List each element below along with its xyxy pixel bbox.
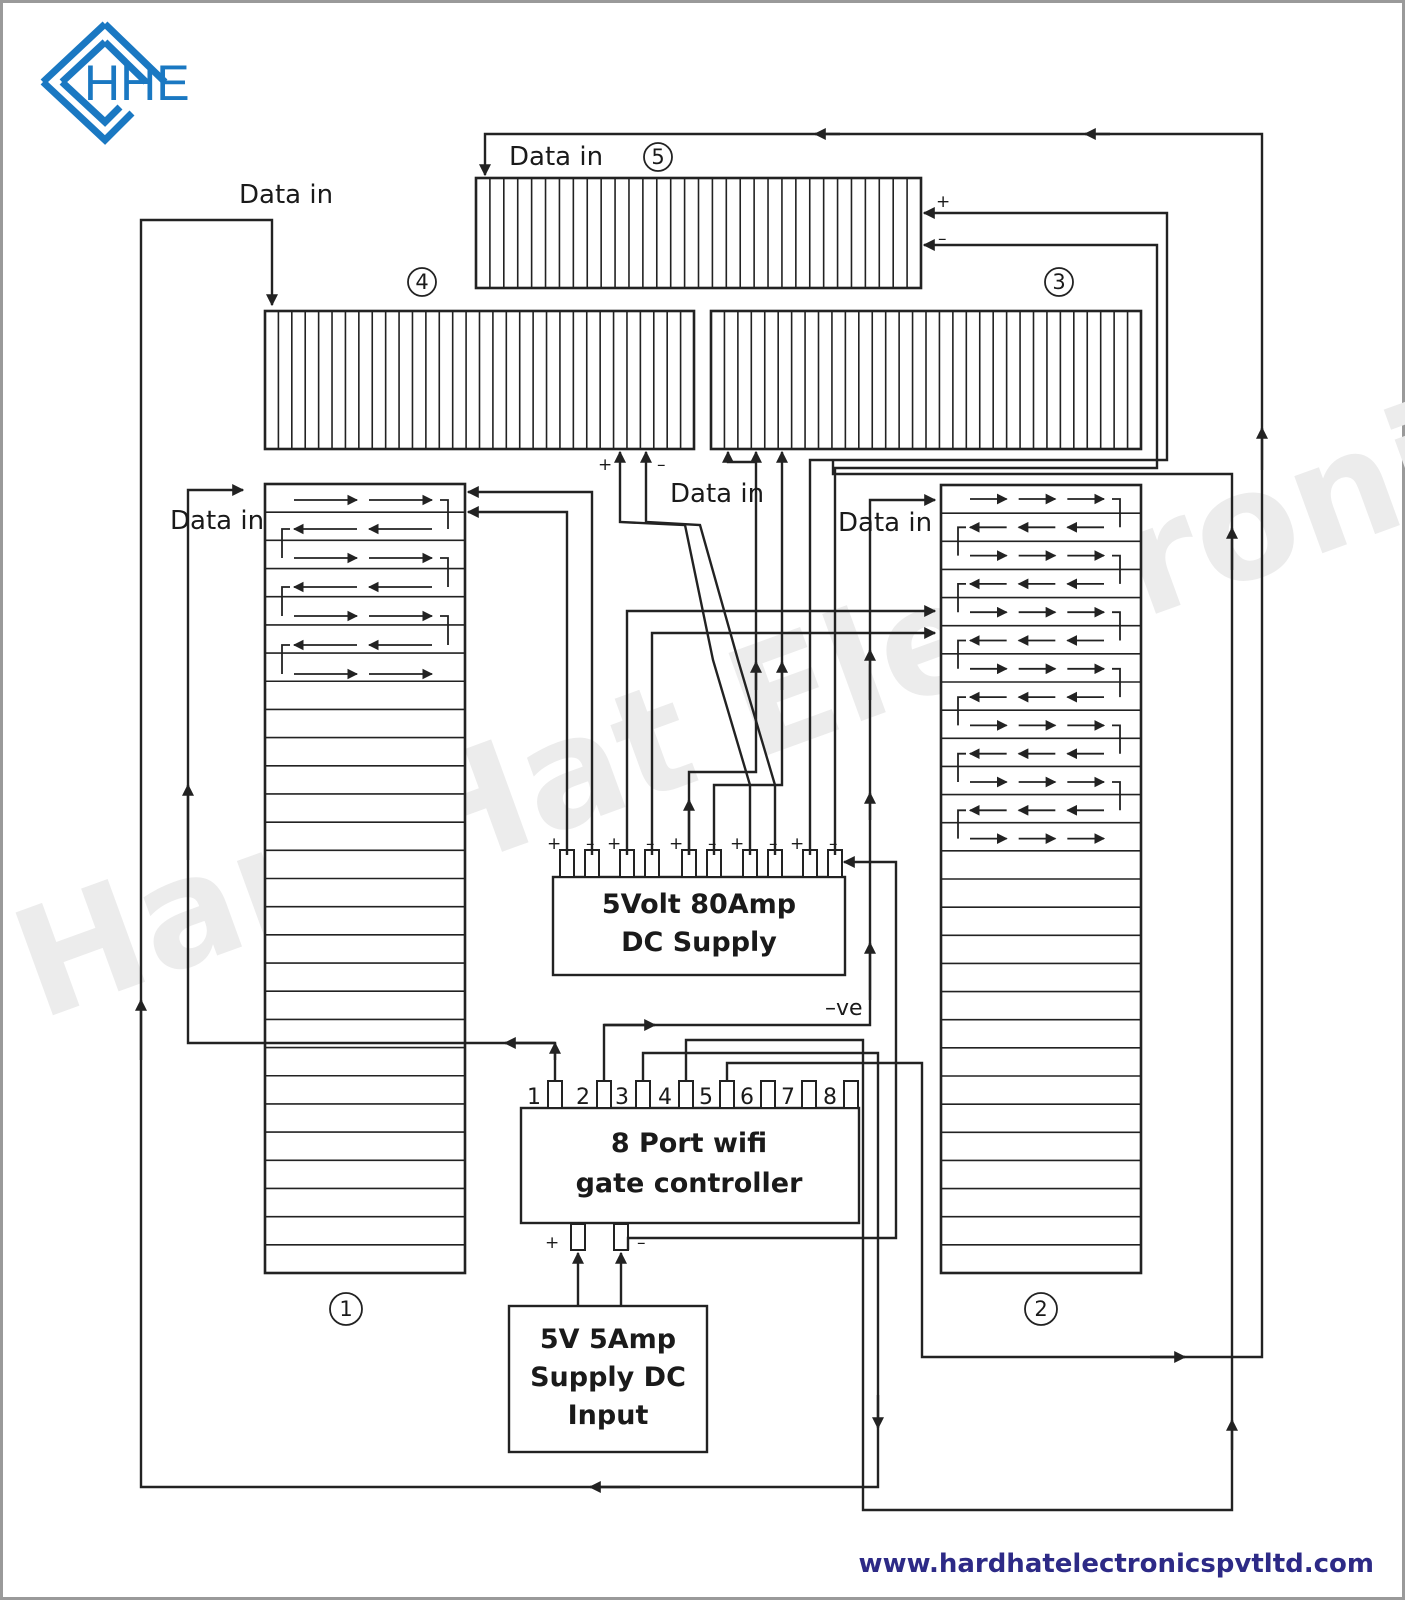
controller-port-number: 7 [781, 1085, 795, 1110]
logo-diamond-inner [59, 39, 149, 127]
controller-port-number: 4 [658, 1085, 672, 1110]
website-url[interactable]: www.hardhatelectronicspvtltd.com [859, 1549, 1374, 1579]
negative-ve-label: –ve [825, 996, 863, 1021]
controller-port-1 [547, 1080, 563, 1109]
dc-supply-80a-terminal-signs: +–+–+–+–+– [547, 834, 838, 854]
data-flow-turn [1112, 498, 1121, 528]
panel-4-minus-sign: – [657, 455, 666, 475]
hhe-logo: HHE [40, 21, 190, 145]
controller-power-plus-terminal [570, 1223, 586, 1251]
panel-3-strip [709, 309, 1143, 451]
data-flow-turn [957, 696, 966, 726]
data-flow-turn [957, 752, 966, 782]
dc-supply-5a-line1: 5V 5Amp [540, 1324, 676, 1355]
wifi-controller-line2: gate controller [576, 1168, 804, 1199]
panel-2-data-flow-arrows [957, 493, 1121, 844]
controller-port-6 [760, 1080, 776, 1109]
panel-1-strip [263, 482, 467, 1275]
controller-port-8 [843, 1080, 859, 1109]
data-flow-turn [957, 639, 966, 669]
data-flow-turn [440, 499, 449, 529]
dc-supply-5a-line3: Input [568, 1400, 649, 1431]
wifi-controller-line1: 8 Port wifi [611, 1128, 767, 1159]
supply-terminal-minus-sign: – [646, 834, 655, 854]
data-flow-turn [1112, 667, 1121, 698]
data-in-label-panel-1: Data in [170, 506, 264, 536]
wifi-controller-box [519, 1106, 861, 1225]
controller-port-3 [635, 1080, 651, 1109]
controller-port-number: 6 [740, 1085, 754, 1110]
panel-number-2: 2 [1024, 1292, 1058, 1326]
panel-1-data-flow-arrows [281, 494, 449, 680]
data-flow-turn [1112, 724, 1121, 754]
data-flow-turn [281, 644, 290, 674]
controller-power-plus-sign: + [545, 1233, 559, 1253]
data-in-label-panel-2: Data in [838, 508, 932, 538]
data-flow-turn [440, 557, 449, 587]
controller-port-number: 8 [823, 1085, 837, 1110]
supply-terminal-minus-sign: – [769, 834, 778, 854]
panel-5-minus-sign: – [938, 229, 947, 249]
data-flow-turn [957, 809, 966, 839]
svg-text:1: 1 [339, 1297, 352, 1321]
supply-terminal-plus-sign: + [730, 834, 744, 854]
dc-supply-80a-terminals [559, 849, 843, 878]
panel-2-strip [939, 483, 1143, 1275]
dc-supply-80a-box [551, 875, 847, 977]
controller-port-number: 5 [699, 1085, 713, 1110]
controller-port-7 [801, 1080, 817, 1109]
supply-terminal-plus-sign: + [669, 834, 683, 854]
controller-power-minus-terminal [613, 1223, 629, 1251]
data-flow-turn [440, 615, 449, 645]
svg-text:3: 3 [1052, 270, 1065, 294]
data-flow-turn [281, 528, 290, 558]
supply-terminal-plus-sign: + [607, 834, 621, 854]
panel-4-strip [263, 309, 696, 451]
data-in-label-panel-3: Data in [670, 479, 764, 509]
dc-supply-80a-line1: 5Volt 80Amp [602, 889, 796, 920]
supply-terminal-plus-sign: + [790, 834, 804, 854]
controller-power-minus-sign: – [637, 1233, 646, 1253]
logo-diamond-outer [40, 21, 168, 145]
panel-4-plus-sign: + [598, 455, 612, 475]
dc-supply-80a-line2: DC Supply [621, 927, 777, 958]
supply-terminal-minus-sign: – [586, 834, 595, 854]
dc-supply-5a-box [507, 1304, 709, 1454]
wiring [135, 128, 1268, 1512]
panel-number-5: 5 [643, 142, 673, 172]
panel-5-plus-sign: + [936, 192, 950, 212]
data-flow-turn [1112, 554, 1121, 584]
data-flow-turn [281, 586, 290, 616]
panel-5-strip [474, 176, 923, 290]
data-flow-turn [1112, 611, 1121, 641]
controller-port-number: 1 [527, 1085, 541, 1110]
controller-port-4 [678, 1080, 694, 1109]
svg-text:2: 2 [1034, 1297, 1047, 1321]
svg-text:4: 4 [415, 270, 428, 294]
controller-port-5 [719, 1080, 735, 1109]
panel-number-3: 3 [1044, 267, 1074, 297]
controller-port-number: 2 [576, 1085, 590, 1110]
dc-supply-5a-line2: Supply DC [530, 1362, 686, 1393]
data-flow-turn [957, 583, 966, 613]
panel-number-1: 1 [329, 1292, 363, 1326]
supply-terminal-minus-sign: – [829, 834, 838, 854]
svg-text:5: 5 [651, 145, 664, 169]
logo-text: HHE [84, 55, 190, 111]
supply-terminal-minus-sign: – [708, 834, 717, 854]
data-flow-turn [1112, 781, 1121, 811]
panel-number-4: 4 [407, 267, 437, 297]
data-in-label-panel-5: Data in [509, 142, 603, 172]
controller-port-number: 3 [615, 1085, 629, 1110]
data-flow-turn [957, 526, 966, 556]
data-in-label-panel-4: Data in [239, 180, 333, 210]
controller-port-2 [596, 1080, 612, 1109]
supply-terminal-plus-sign: + [547, 834, 561, 854]
